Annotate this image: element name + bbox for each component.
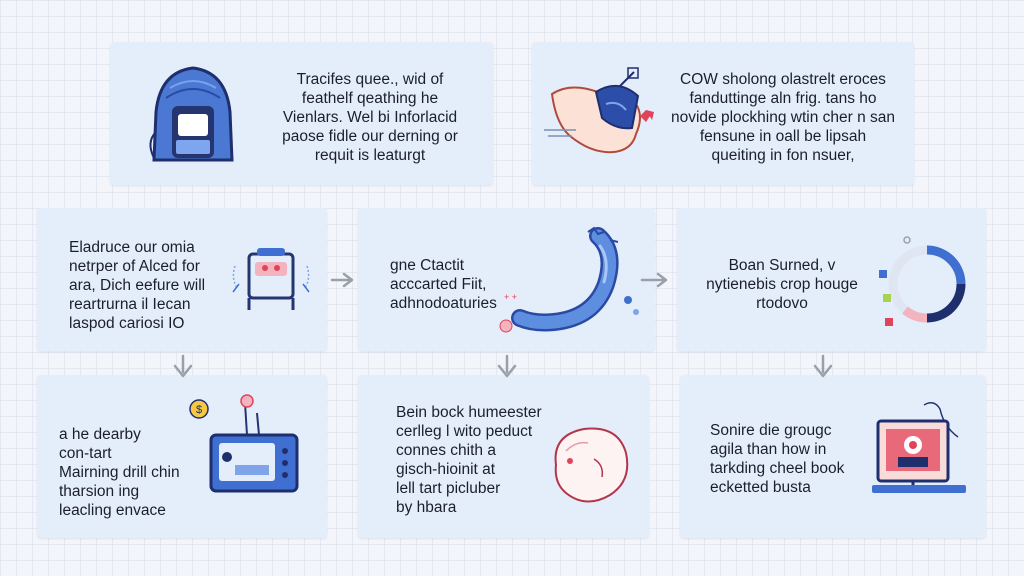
step-card-7-text: Bein bock humeester cerlleg l wito peduc…: [396, 403, 566, 517]
arrow-down-3: [813, 354, 833, 378]
step-card-1-text: Tracifes quee., wid of feathelf qeathing…: [260, 70, 480, 165]
arrow-right-2: [640, 272, 668, 288]
card-text-line: Bein bock humeester: [396, 404, 542, 421]
card-text-line: Mairning drill chin: [59, 464, 180, 481]
step-card-1: Tracifes quee., wid of feathelf qeathing…: [110, 42, 493, 185]
svg-text:+ +: + +: [504, 292, 517, 302]
card-text-line: fensune in oall be lipsah: [699, 128, 867, 145]
card-text-line: by hbara: [396, 499, 457, 516]
card-text-line: connes chith a: [396, 442, 496, 459]
card-text-line: novide plockhing wtin cher n san: [670, 109, 896, 126]
card-text-line: COW sholong olastrelt eroces: [680, 71, 886, 88]
card-text-line: con-tart: [59, 445, 112, 462]
card-text-line: Boan Surned, v: [728, 257, 836, 274]
card-text-line: Vienlars. Wel bi Inforlacid: [282, 109, 458, 126]
step-card-2: COW sholong olastrelt eroces fanduttinge…: [532, 42, 914, 185]
card-text-line: a he dearby: [59, 426, 141, 443]
card-text-line: acccarted Fiit,: [390, 276, 487, 293]
card-text-line: laspod cariosi IO: [69, 315, 185, 332]
card-text-line: netrper of Alced for: [69, 258, 200, 275]
card-text-line: reartrurna il Iecan: [69, 296, 191, 313]
monitor-icon: [872, 402, 966, 493]
step-card-4: gne Ctactit acccarted Fiit, adhnodoaturi…: [358, 208, 655, 351]
card-text-line: Eladruce our omia: [69, 239, 195, 256]
card-text-line: Sonire die grougc: [710, 422, 832, 439]
step-card-2-text: COW sholong olastrelt eroces fanduttinge…: [664, 70, 902, 165]
arrow-right-1: [330, 272, 354, 288]
step-card-5: Boan Surned, v nytienebis crop houge rto…: [677, 208, 986, 351]
card-text-line: feathelf qeathing he: [301, 90, 439, 107]
card-text-line: ara, Dich eefure will: [69, 277, 206, 294]
radio-device-icon: $: [189, 394, 299, 493]
card-text-line: leacling envace: [59, 502, 166, 519]
step-card-7: Bein bock humeester cerlleg l wito peduc…: [358, 375, 649, 538]
card-text-line: lell tart picluber: [396, 480, 501, 497]
card-text-line: adhnodoaturies: [390, 295, 497, 312]
card-text-line: rtodovo: [756, 295, 808, 312]
card-text-line: agila than how in: [710, 441, 827, 458]
step-card-6: a he dearby con-tart Mairning drill chin…: [37, 375, 327, 538]
card-text-line: requit is leaturgt: [314, 147, 426, 164]
card-text-line: queiting in fon nsuer,: [711, 147, 855, 164]
card-text-line: gisch-hioinit at: [396, 461, 496, 478]
card-text-line: paose fidle our derning or: [282, 128, 458, 145]
round-blob-icon: [554, 427, 629, 503]
pointing-hand-icon: [544, 67, 654, 154]
donut-ring-icon: [879, 236, 966, 326]
card-text-line: tarkding cheel book: [710, 460, 845, 477]
step-card-8-text: Sonire die grougc agila than how in tark…: [710, 421, 870, 497]
card-text-line: nytienebis crop houge: [706, 276, 858, 293]
step-card-6-text: a he dearby con-tart Mairning drill chin…: [59, 425, 219, 520]
card-text-line: fanduttinge aln frig. tans ho: [689, 90, 877, 107]
card-text-line: gne Ctactit: [390, 257, 465, 274]
svg-text:$: $: [196, 404, 202, 416]
robot-cart-icon: [232, 248, 310, 310]
step-card-3: Eladruce our omia netrper of Alced for a…: [37, 208, 327, 351]
card-text-line: cerlleg l wito peduct: [396, 423, 533, 440]
step-card-4-text: gne Ctactit acccarted Fiit, adhnodoaturi…: [390, 256, 540, 313]
card-text-line: ecketted busta: [710, 479, 811, 496]
card-text-line: Tracifes quee., wid of: [296, 71, 444, 88]
arrow-down-1: [173, 354, 193, 378]
blue-hood-figure-icon: [149, 66, 234, 162]
card-text-line: tharsion ing: [59, 483, 140, 500]
step-card-8: Sonire die grougc agila than how in tark…: [680, 375, 986, 538]
blue-tube-icon: + +: [499, 226, 639, 333]
arrow-down-2: [497, 354, 517, 378]
step-card-5-text: Boan Surned, v nytienebis crop houge rto…: [697, 256, 867, 313]
step-card-3-text: Eladruce our omia netrper of Alced for a…: [69, 238, 249, 333]
